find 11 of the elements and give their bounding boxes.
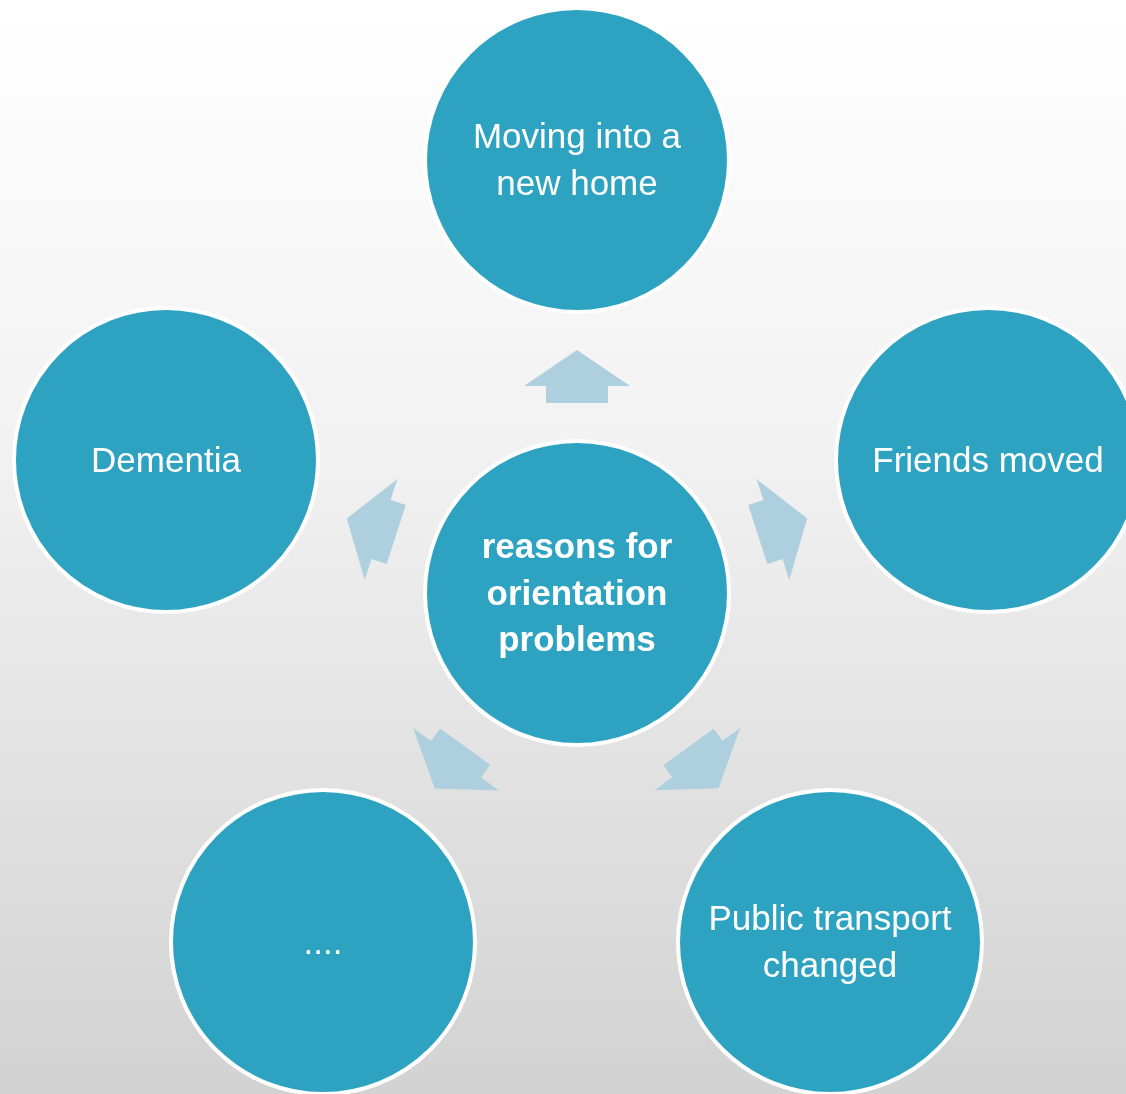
node-label: Dementia [90, 438, 242, 481]
block-arrow [524, 350, 630, 403]
block-arrow [346, 479, 406, 580]
node-label: Friends moved [871, 438, 1105, 481]
node-label: Public transport changed [707, 897, 953, 986]
node-label: reasons for orientation problems [480, 525, 674, 661]
node-label: Moving into a new home [471, 115, 683, 204]
block-arrow [748, 479, 808, 580]
node-label: .... [302, 920, 344, 963]
block-arrow [654, 727, 741, 791]
block-arrow [413, 728, 499, 791]
